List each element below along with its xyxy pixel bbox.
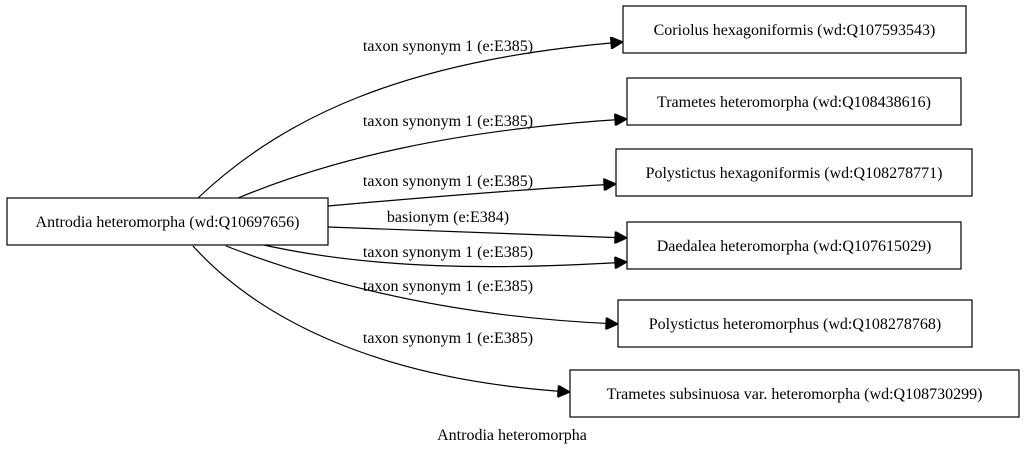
node-coriolus-hexagoniformis: Coriolus hexagoniformis (wd:Q107593543) [622, 5, 967, 54]
edge-label-polystictus-heteromorphus: taxon synonym 1 (e:E385) [363, 278, 533, 295]
edge-label-polystictus-hexagoniformis: taxon synonym 1 (e:E385) [363, 173, 533, 190]
edge-labels: taxon synonym 1 (e:E385) taxon synonym 1… [363, 38, 533, 347]
node-trametes-subsinuosa-label: Trametes subsinuosa var. heteromorpha (w… [607, 386, 983, 403]
node-polystictus-hexagoniformis-label: Polystictus hexagoniformis (wd:Q10827877… [646, 165, 943, 182]
node-trametes-subsinuosa: Trametes subsinuosa var. heteromorpha (w… [569, 369, 1020, 418]
graph-caption: Antrodia heteromorpha [437, 427, 587, 444]
edge-trametes-heteromorpha [237, 119, 627, 199]
edge-trametes-subsinuosa [192, 245, 570, 392]
edge-polystictus-hexagoniformis [327, 184, 616, 207]
edge-polystictus-heteromorphus [225, 245, 618, 324]
node-polystictus-hexagoniformis: Polystictus hexagoniformis (wd:Q10827877… [615, 148, 973, 197]
node-trametes-heteromorpha: Trametes heteromorpha (wd:Q108438616) [626, 77, 962, 126]
edge-label-daedalea-synonym: taxon synonym 1 (e:E385) [363, 244, 533, 261]
edge-label-trametes-subsinuosa: taxon synonym 1 (e:E385) [363, 330, 533, 347]
node-daedalea-heteromorpha: Daedalea heteromorpha (wd:Q107615029) [626, 221, 962, 270]
node-polystictus-heteromorphus-label: Polystictus heteromorphus (wd:Q108278768… [649, 316, 941, 333]
node-polystictus-heteromorphus: Polystictus heteromorphus (wd:Q108278768… [617, 299, 973, 348]
edge-label-coriolus-hexagoniformis: taxon synonym 1 (e:E385) [363, 38, 533, 55]
node-coriolus-hexagoniformis-label: Coriolus hexagoniformis (wd:Q107593543) [654, 22, 936, 39]
edge-daedalea-synonym [254, 242, 627, 267]
edges [192, 42, 627, 392]
edge-daedalea-basionym [327, 226, 627, 238]
node-daedalea-heteromorpha-label: Daedalea heteromorpha (wd:Q107615029) [657, 238, 932, 255]
edge-coriolus-hexagoniformis [197, 42, 623, 199]
edge-label-daedalea-basionym: basionym (e:E384) [387, 209, 509, 226]
node-source-label: Antrodia heteromorpha (wd:Q10697656) [36, 214, 300, 231]
edge-label-trametes-heteromorpha: taxon synonym 1 (e:E385) [363, 113, 533, 130]
node-source: Antrodia heteromorpha (wd:Q10697656) [6, 197, 329, 246]
node-trametes-heteromorpha-label: Trametes heteromorpha (wd:Q108438616) [657, 94, 931, 111]
